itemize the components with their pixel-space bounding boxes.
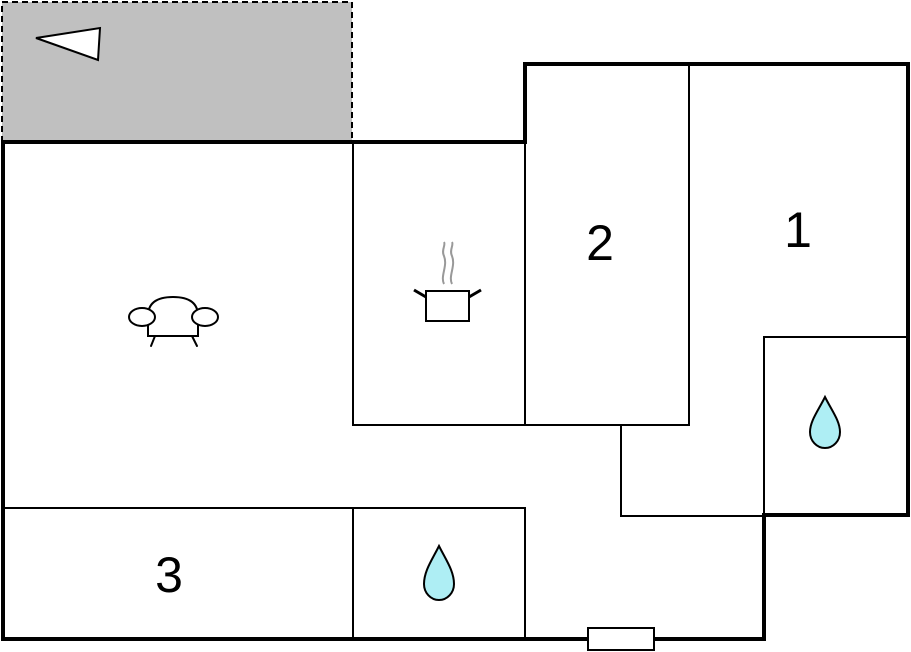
outer-wall xyxy=(1,62,910,641)
sofa-icon xyxy=(128,295,219,347)
water-drop-icon xyxy=(422,543,456,601)
terrace-area xyxy=(1,1,353,143)
entrance-door-icon xyxy=(587,627,655,651)
water-drop-icon xyxy=(808,394,842,449)
interior-walls xyxy=(2,63,909,640)
room-label-2: 2 xyxy=(586,215,614,271)
room-label-3: 3 xyxy=(155,547,183,603)
compass-arrow-icon xyxy=(35,26,102,62)
room-label-1: 1 xyxy=(784,202,812,258)
cooking-pot-icon xyxy=(413,241,482,322)
